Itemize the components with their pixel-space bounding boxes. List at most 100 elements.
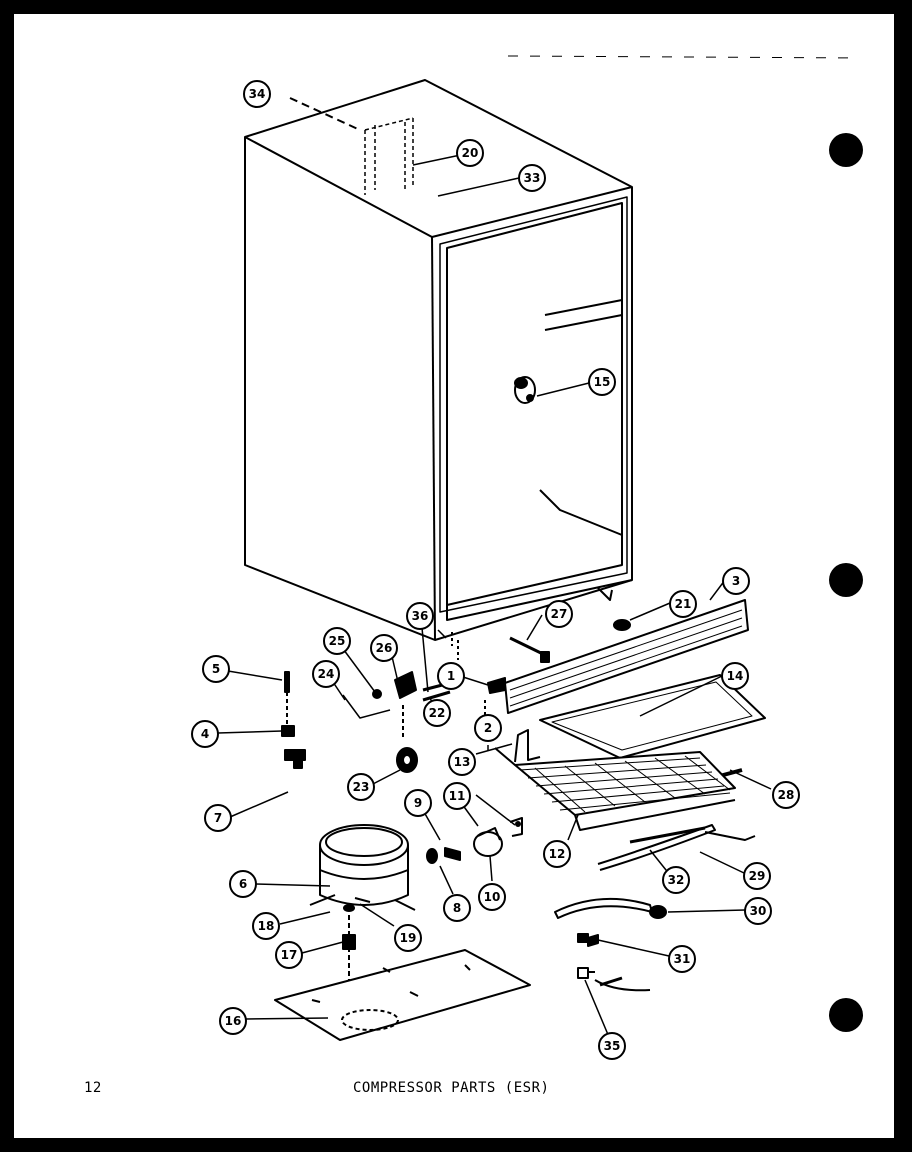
page-number: 12 — [84, 1080, 102, 1096]
callout-36: 36 — [406, 602, 434, 630]
svg-text:4: 4 — [201, 727, 209, 741]
callout-13: 13 — [448, 748, 476, 776]
svg-text:30: 30 — [750, 904, 767, 918]
callouts: 34 20 33 15 3 21 27 36 14 1 2 13 28 11 1… — [191, 80, 800, 1060]
svg-text:9: 9 — [414, 796, 422, 810]
callout-34: 34 — [243, 80, 271, 108]
svg-text:22: 22 — [429, 706, 446, 720]
svg-text:17: 17 — [281, 948, 298, 962]
svg-text:3: 3 — [732, 574, 740, 588]
callout-27: 27 — [545, 600, 573, 628]
binder-hole-middle — [829, 563, 863, 597]
capacitor — [281, 671, 295, 737]
svg-text:25: 25 — [329, 634, 346, 648]
fan-motor — [426, 817, 523, 864]
svg-text:6: 6 — [239, 877, 247, 891]
scan-artifact-line — [507, 55, 861, 59]
tubes — [597, 824, 756, 871]
callout-1: 1 — [437, 662, 465, 690]
callout-23: 23 — [347, 773, 375, 801]
svg-text:31: 31 — [674, 952, 691, 966]
svg-text:7: 7 — [214, 811, 222, 825]
svg-text:18: 18 — [258, 919, 275, 933]
condenser — [494, 747, 736, 831]
callout-11: 11 — [443, 782, 471, 810]
svg-text:20: 20 — [462, 146, 479, 160]
relay — [284, 749, 306, 769]
callout-14: 14 — [721, 662, 749, 690]
svg-text:32: 32 — [668, 873, 685, 887]
compressor-stud — [354, 897, 371, 903]
page-title: COMPRESSOR PARTS (ESR) — [353, 1080, 550, 1096]
svg-text:36: 36 — [412, 609, 429, 623]
svg-text:24: 24 — [318, 667, 335, 681]
callout-16: 16 — [219, 1007, 247, 1035]
callout-19: 19 — [394, 924, 422, 952]
svg-text:11: 11 — [449, 789, 466, 803]
binder-hole-top — [829, 133, 863, 167]
callout-25: 25 — [323, 627, 351, 655]
svg-text:8: 8 — [453, 901, 461, 915]
compressor — [309, 824, 416, 911]
svg-text:5: 5 — [212, 662, 220, 676]
bracket — [514, 729, 541, 763]
svg-text:27: 27 — [551, 607, 568, 621]
callout-29: 29 — [743, 862, 771, 890]
callout-28: 28 — [772, 781, 800, 809]
svg-text:19: 19 — [400, 931, 417, 945]
svg-text:16: 16 — [225, 1014, 242, 1028]
base-plate — [274, 949, 531, 1041]
callout-21: 21 — [669, 590, 697, 618]
kick-panel — [504, 599, 749, 714]
callout-31: 31 — [668, 945, 696, 973]
callout-24: 24 — [312, 660, 340, 688]
callout-32: 32 — [662, 866, 690, 894]
svg-text:34: 34 — [249, 87, 266, 101]
thermostat-knob — [514, 376, 536, 404]
svg-text:33: 33 — [524, 171, 541, 185]
callout-5: 5 — [202, 655, 230, 683]
cabinet — [244, 79, 633, 641]
callout-18: 18 — [252, 912, 280, 940]
callout-17: 17 — [275, 941, 303, 969]
thermostat — [577, 933, 599, 947]
svg-text:12: 12 — [549, 847, 566, 861]
leveling-leg — [613, 619, 631, 631]
callout-12: 12 — [543, 840, 571, 868]
svg-text:13: 13 — [454, 755, 471, 769]
callout-2: 2 — [474, 714, 502, 742]
grommet — [343, 904, 355, 912]
callout-35: 35 — [598, 1032, 626, 1060]
svg-text:21: 21 — [675, 597, 692, 611]
callout-3: 3 — [722, 567, 750, 595]
callout-4: 4 — [191, 720, 219, 748]
cabinet-channel — [364, 117, 414, 195]
svg-text:10: 10 — [484, 890, 501, 904]
callout-22: 22 — [423, 699, 451, 727]
svg-text:15: 15 — [594, 375, 611, 389]
mounting-bolt — [342, 934, 356, 950]
callout-20: 20 — [456, 139, 484, 167]
callout-8: 8 — [443, 894, 471, 922]
drain-pan — [539, 674, 766, 759]
svg-text:28: 28 — [778, 788, 795, 802]
binder-hole-bottom — [829, 998, 863, 1032]
heater-wire — [554, 897, 667, 919]
svg-text:1: 1 — [447, 669, 455, 683]
callout-26: 26 — [370, 634, 398, 662]
svg-text:14: 14 — [727, 669, 744, 683]
svg-text:29: 29 — [749, 869, 766, 883]
callout-9: 9 — [404, 789, 432, 817]
callout-30: 30 — [744, 897, 772, 925]
svg-text:35: 35 — [604, 1039, 621, 1053]
svg-text:2: 2 — [484, 721, 492, 735]
svg-text:26: 26 — [376, 641, 393, 655]
callout-6: 6 — [229, 870, 257, 898]
harness — [577, 967, 651, 992]
callout-7: 7 — [204, 804, 232, 832]
svg-text:23: 23 — [353, 780, 370, 794]
callout-33: 33 — [518, 164, 546, 192]
overload-assembly — [342, 671, 451, 773]
callout-10: 10 — [478, 883, 506, 911]
